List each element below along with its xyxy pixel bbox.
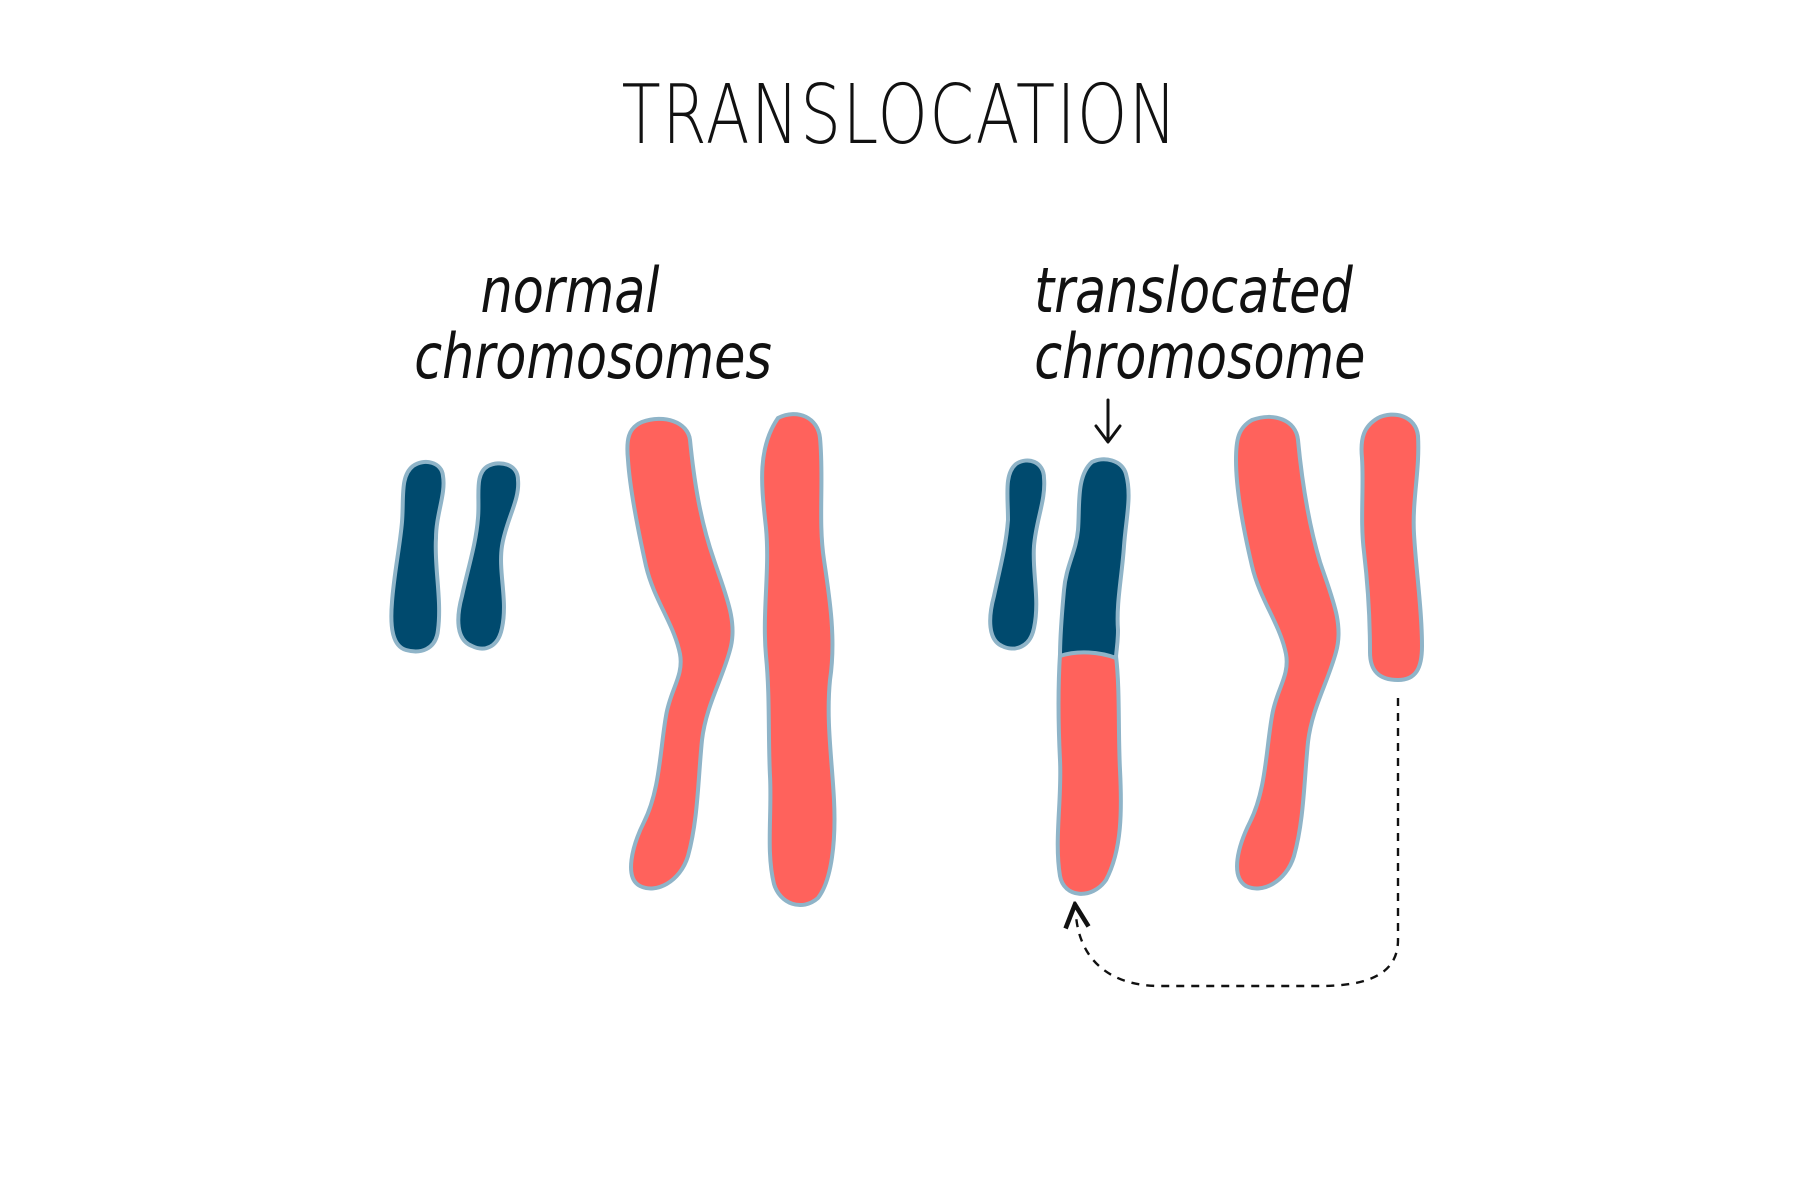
normal-small-chromosome-2 (456, 461, 521, 651)
pointer-arrow-icon (1094, 398, 1122, 444)
normal-chromosome-group (389, 412, 837, 908)
normal-label-line-2: chromosomes (414, 320, 772, 393)
normal-label-line-1: normal (480, 254, 660, 327)
translocated-chromosome-label: translocated chromosome (1034, 254, 1366, 393)
translocation-dashed-arrow (1076, 698, 1400, 988)
translocated-chromosome-group (988, 412, 1424, 896)
translocated-chromosome-lower-segment (1055, 649, 1123, 896)
translocated-chromosome-upper-segment (1058, 457, 1131, 660)
large-chromosome (1234, 414, 1341, 891)
small-chromosome (988, 458, 1047, 651)
normal-large-chromosome-1 (625, 416, 735, 891)
normal-small-chromosome-1 (389, 459, 446, 654)
translocated-label-line-1: translocated (1034, 254, 1353, 327)
normal-large-chromosome-2 (760, 412, 837, 908)
normal-chromosomes-label: normal chromosomes (414, 254, 772, 393)
translocated-label-line-2: chromosome (1034, 320, 1366, 393)
truncated-chromosome (1359, 412, 1424, 682)
diagram-title: TRANSLOCATION (621, 68, 1179, 163)
